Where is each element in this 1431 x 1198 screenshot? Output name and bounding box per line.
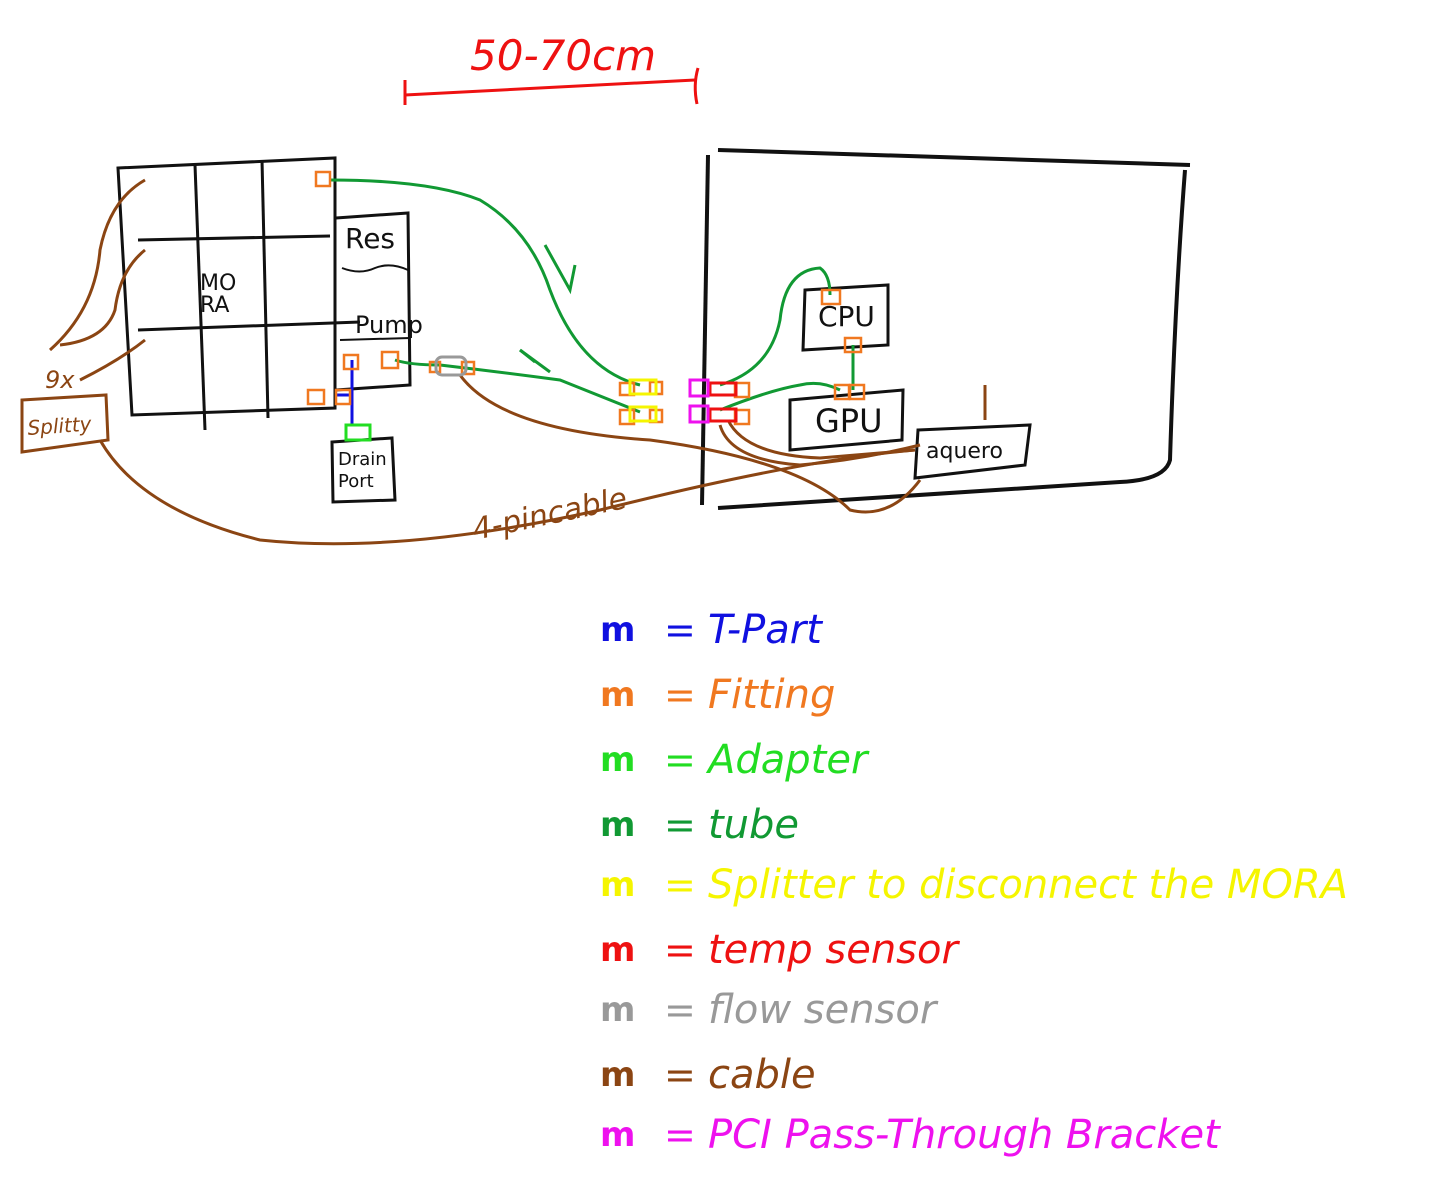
- cable-label: 4-pincable: [469, 481, 630, 548]
- legend-item-splitter: m = Splitter to disconnect the MORA: [600, 860, 1348, 910]
- legend-item-t-part: m = T-Part: [600, 605, 822, 655]
- legend-swatch: m: [600, 1115, 636, 1155]
- legend-swatch: m: [600, 865, 636, 905]
- legend-equals: =: [664, 803, 696, 847]
- legend-item-adapter: m = Adapter: [600, 735, 867, 785]
- radiator-label-line1: MO: [200, 271, 236, 296]
- pc-case: [700, 148, 1191, 510]
- reservoir-label: Res: [345, 222, 395, 255]
- legend-equals: =: [664, 1053, 696, 1097]
- legend-label: cable: [708, 1052, 816, 1098]
- legend-label: Fitting: [708, 672, 836, 718]
- svg-text:MO RA: MO RA: [200, 271, 243, 318]
- gpu-label: GPU: [815, 402, 883, 440]
- aquero-controller: aquero: [913, 385, 1032, 480]
- cpu-label: CPU: [818, 300, 875, 333]
- legend-label: tube: [708, 802, 800, 848]
- splitty-label: Splitty: [27, 411, 94, 439]
- legend-equals: =: [664, 608, 696, 652]
- legend-label: temp sensor: [708, 927, 958, 973]
- legend-item-flow-sensor: m = flow sensor: [600, 985, 936, 1035]
- splitty-box: Splitty: [20, 393, 110, 454]
- legend-equals: =: [664, 1113, 696, 1157]
- legend-label: flow sensor: [708, 987, 937, 1033]
- radiator: MO RA: [116, 156, 361, 431]
- legend-equals: =: [664, 673, 696, 717]
- cpu-block: CPU: [801, 283, 890, 352]
- dimension-label: 50-70cm: [470, 31, 656, 80]
- splitters: [628, 378, 658, 423]
- legend-equals: =: [664, 863, 696, 907]
- legend-equals: =: [664, 738, 696, 782]
- legend-equals: =: [664, 928, 696, 972]
- legend-swatch: m: [600, 1055, 636, 1095]
- legend-equals: =: [664, 988, 696, 1032]
- legend-item-cable: m = cable: [600, 1050, 816, 1100]
- aquero-label: aquero: [926, 439, 1003, 464]
- drain-label-line2: Port: [338, 471, 374, 492]
- radiator-label-line2: RA: [200, 293, 229, 318]
- fan-count-label: 9x: [45, 366, 75, 394]
- gpu-block: GPU: [788, 388, 905, 452]
- legend-item-fitting: m = Fitting: [600, 670, 835, 720]
- dimension-marker: 50-70cm: [403, 31, 700, 105]
- drain-label-line1: Drain: [338, 449, 387, 470]
- legend-swatch: m: [600, 610, 636, 650]
- legend-label: T-Part: [708, 607, 822, 653]
- flow-sensor: [434, 355, 468, 377]
- legend-swatch: m: [600, 675, 636, 715]
- legend-swatch: m: [600, 805, 636, 845]
- legend-swatch: m: [600, 740, 636, 780]
- legend-label: PCI Pass-Through Bracket: [708, 1112, 1220, 1158]
- pci-bracket: [688, 378, 710, 424]
- svg-text:Drain Port: Drain Port: [338, 449, 392, 492]
- legend-swatch: m: [600, 930, 636, 970]
- legend-label: Adapter: [708, 737, 868, 783]
- legend-label: Splitter to disconnect the MORA: [708, 862, 1349, 908]
- pump-label: Pump: [355, 311, 423, 339]
- legend-item-pci-bracket: m = PCI Pass-Through Bracket: [600, 1110, 1220, 1160]
- cables: 4-pincable 9x: [45, 178, 922, 548]
- drain-port: Drain Port: [330, 436, 397, 504]
- temp-sensors: [708, 381, 738, 423]
- legend-item-temp-sensor: m = temp sensor: [600, 925, 958, 975]
- reservoir-pump: Res Pump: [335, 211, 423, 392]
- legend-item-tube: m = tube: [600, 800, 799, 850]
- adapter: [344, 423, 372, 442]
- legend-swatch: m: [600, 990, 636, 1030]
